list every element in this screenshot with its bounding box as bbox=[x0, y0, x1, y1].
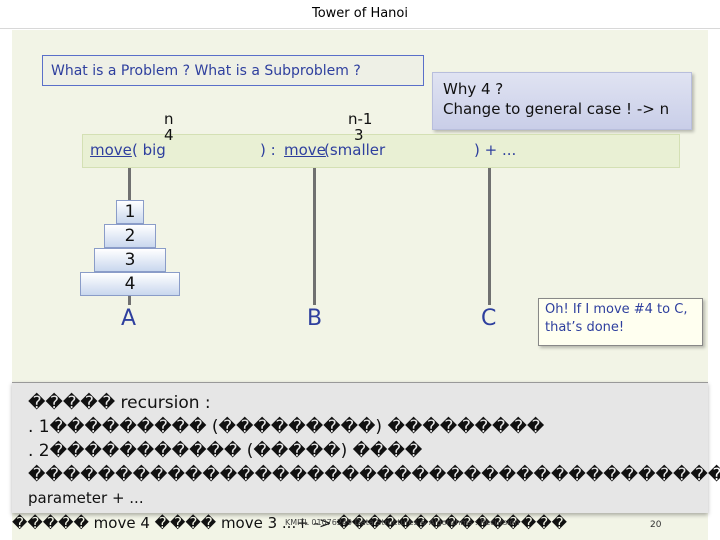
oh-line-2: that’s done! bbox=[545, 319, 696, 337]
move-part-2: ) : bbox=[260, 141, 276, 159]
recursion-line-1: ����� recursion : bbox=[28, 393, 211, 413]
slide-header: Tower of Hanoi bbox=[0, 0, 720, 29]
move-part-3: (smaller bbox=[324, 141, 385, 159]
move-part-1: ( big bbox=[132, 141, 166, 159]
move-word-2: move bbox=[284, 141, 326, 159]
peg-label-a: A bbox=[121, 306, 136, 331]
move-part-4: ) + ... bbox=[474, 141, 516, 159]
peg-c-rod bbox=[488, 168, 491, 305]
slide-title: Tower of Hanoi bbox=[312, 6, 408, 21]
peg-b-rod bbox=[313, 168, 316, 305]
disk-1: 1 bbox=[116, 200, 144, 224]
recursion-box: ����� recursion : . 1��������� (��������… bbox=[12, 382, 708, 513]
footer: ����� move 4 ���� move 3 ...+ -> �������… bbox=[0, 512, 720, 540]
disk-3: 3 bbox=[94, 248, 166, 272]
peg-label-c: C bbox=[481, 306, 496, 331]
recursion-line-3: . 2����������� (�����) ���� bbox=[28, 441, 422, 461]
move-word-1: move bbox=[90, 141, 132, 159]
peg-label-b: B bbox=[307, 306, 322, 331]
recursion-line-2: . 1��������� (���������) ��������� bbox=[28, 417, 544, 437]
page-number: 20 bbox=[650, 520, 661, 530]
why-line-2: Change to general case ! -> n bbox=[443, 99, 681, 119]
question-box: What is a Problem ? What is a Subproblem… bbox=[42, 55, 424, 86]
oh-note: Oh! If I move #4 to C, that’s done! bbox=[538, 298, 703, 346]
footer-course: KMITL 01076249 Data Structures & Algorit… bbox=[285, 518, 519, 527]
recursion-line-4: ����������������������������������������… bbox=[28, 465, 720, 485]
why-line-1: Why 4 ? bbox=[443, 79, 681, 99]
disk-4: 4 bbox=[80, 272, 180, 296]
why-callout: Why 4 ? Change to general case ! -> n bbox=[432, 72, 692, 130]
oh-line-1: Oh! If I move #4 to C, bbox=[545, 301, 696, 319]
recursion-line-5: parameter + ... bbox=[28, 489, 144, 507]
disk-2: 2 bbox=[104, 224, 156, 248]
